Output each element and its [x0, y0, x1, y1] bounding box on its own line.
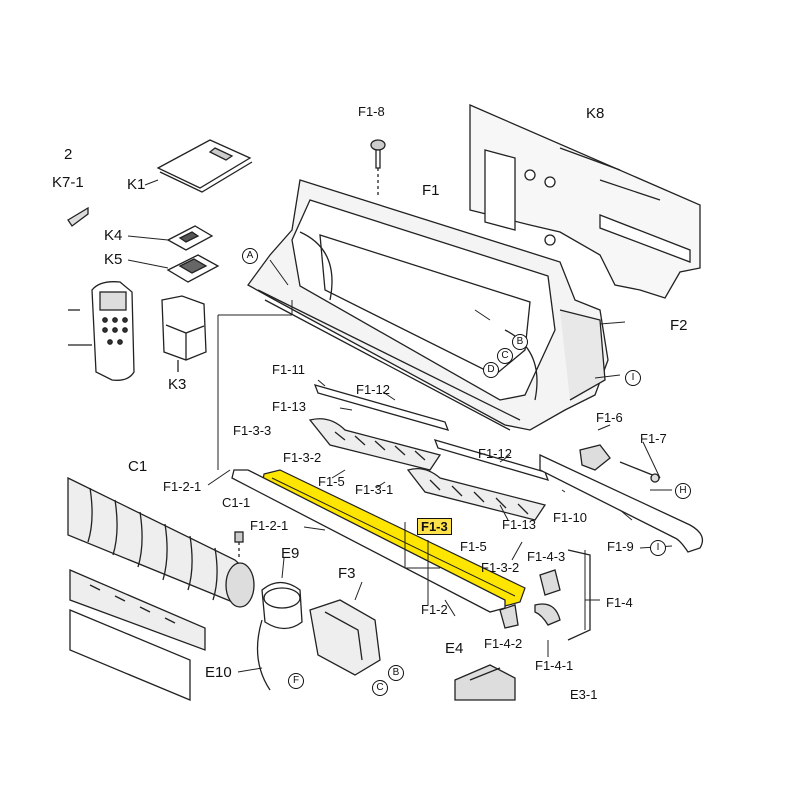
screw-c1-1 — [234, 531, 244, 560]
label-e4: E4 — [445, 640, 464, 657]
label-f3: F3 — [338, 565, 356, 582]
label-k4: K4 — [104, 227, 123, 244]
label-f1-2-1-upper: F1-2-1 — [163, 479, 202, 494]
label-f1-12-lower: F1-12 — [478, 446, 512, 461]
label-f1-5-upper: F1-5 — [318, 474, 345, 489]
label-f1-2: F1-2 — [421, 602, 448, 617]
label-k8: K8 — [586, 105, 605, 122]
screw-f1-8 — [370, 139, 386, 195]
marker-f: F — [288, 673, 304, 689]
label-f1-4-1: F1-4-1 — [535, 658, 574, 673]
label-f1-3-3: F1-3-3 — [233, 423, 272, 438]
remote-holder-k3 — [161, 295, 207, 372]
label-e9: E9 — [281, 545, 300, 562]
marker-a: A — [242, 248, 258, 264]
label-f1-4-3: F1-4-3 — [527, 549, 566, 564]
marker-c-bottom: C — [372, 680, 388, 696]
label-f1-3-1: F1-3-1 — [355, 482, 394, 497]
leader-lines-left — [127, 179, 169, 269]
label-f1-4: F1-4 — [606, 595, 633, 610]
marker-b-top: B — [512, 334, 528, 350]
pack-k4 — [166, 225, 214, 251]
label-f1-5-lower: F1-5 — [460, 539, 487, 554]
marker-h: H — [675, 483, 691, 499]
parts-f1-4 — [499, 549, 591, 641]
label-k3: K3 — [168, 376, 187, 393]
marker-i-upper: I — [625, 370, 641, 386]
label-k5: K5 — [104, 251, 123, 268]
remote-control — [91, 281, 135, 381]
label-f1-3-2-upper: F1-3-2 — [283, 450, 322, 465]
base-fragment — [69, 569, 206, 701]
front-frame-f1 — [247, 179, 609, 431]
louver-lower — [406, 439, 550, 521]
label-f1: F1 — [422, 182, 440, 199]
label-f1-13-upper: F1-13 — [272, 399, 306, 414]
label-f1-11: F1-11 — [272, 362, 305, 377]
louver-upper — [308, 384, 450, 471]
left-fragments — [67, 206, 92, 346]
pack-k5 — [166, 254, 220, 283]
marker-c-top: C — [497, 348, 513, 364]
label-f1-13-lower: F1-13 — [502, 517, 536, 532]
manual-k1 — [156, 139, 253, 193]
marker-b-bottom: B — [388, 665, 404, 681]
label-f1-2-1-lower: F1-2-1 — [250, 518, 289, 533]
leader-frames — [207, 259, 673, 673]
label-f1-4-2: F1-4-2 — [484, 636, 523, 651]
motor-e9 — [256, 581, 303, 691]
label-f2: F2 — [670, 317, 688, 334]
parts-f1-6-f1-7 — [579, 444, 661, 483]
label-f1-9: F1-9 — [607, 539, 634, 554]
label-f1-7: F1-7 — [640, 431, 667, 446]
bracket-f3 — [309, 599, 381, 676]
label-e3-1-fragment: E3-1 — [570, 687, 598, 702]
label-e10: E10 — [205, 664, 232, 681]
part-e4 — [454, 664, 516, 701]
label-k1: K1 — [127, 176, 146, 193]
label-k7-1: K7-1 — [52, 174, 84, 191]
label-c1: C1 — [128, 458, 148, 475]
marker-i-lower: I — [650, 540, 666, 556]
label-f1-8: F1-8 — [358, 104, 385, 119]
label-f1-3-highlighted: F1-3 — [417, 518, 452, 535]
label-f1-10: F1-10 — [553, 510, 587, 525]
label-c1-1: C1-1 — [222, 495, 251, 510]
label-f1-12-upper: F1-12 — [356, 382, 390, 397]
pipe-f1-9 — [539, 453, 704, 553]
label-f1-6: F1-6 — [596, 410, 623, 425]
label-f1-3-2-lower: F1-3-2 — [481, 560, 520, 575]
back-plate-k8 — [469, 104, 701, 299]
label-k7-fragment: 2 — [64, 146, 73, 163]
fan-c1 — [67, 476, 255, 608]
marker-d: D — [483, 362, 499, 378]
